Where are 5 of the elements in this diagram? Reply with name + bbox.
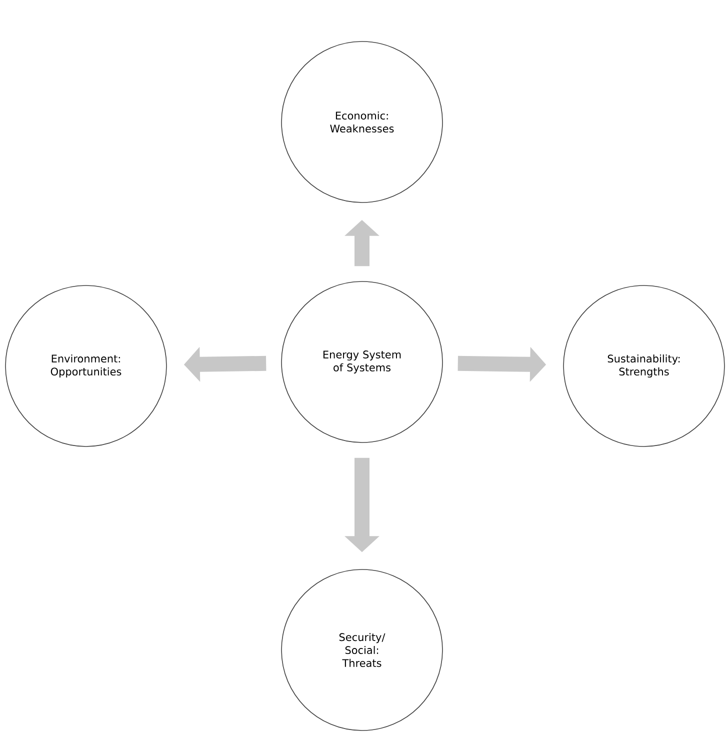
circle-node: Security/ Social: Threats [281,569,443,731]
circle-node: Energy System of Systems [281,281,443,443]
circle-node: Sustainability: Strengths [563,285,725,447]
circle-node: Environment: Opportunities [5,285,167,447]
circle-node: Economic: Weaknesses [281,41,443,203]
